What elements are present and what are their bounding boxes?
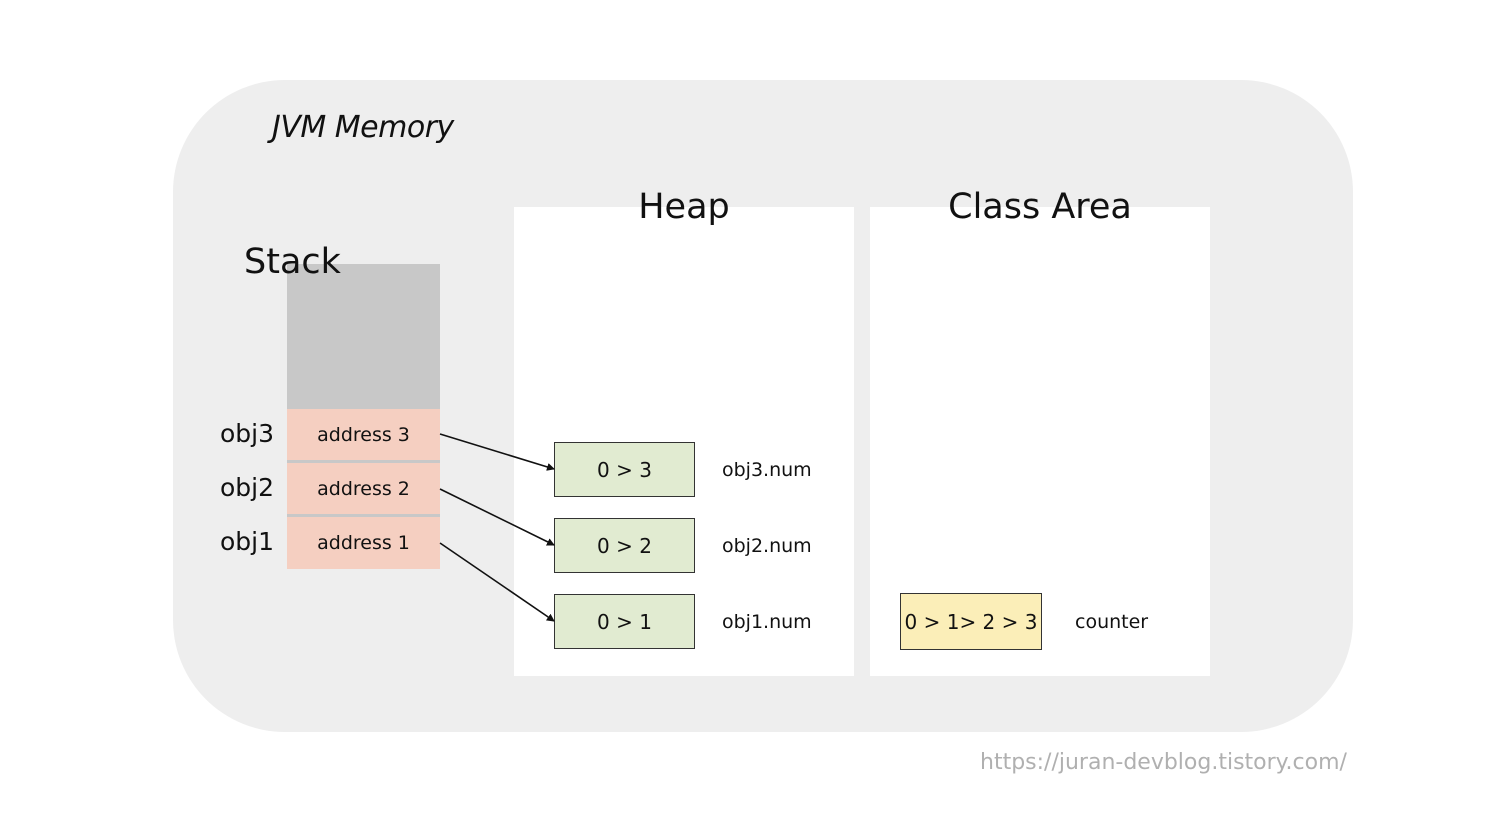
heap-label-obj1: obj1.num: [722, 611, 812, 633]
arrow-obj1-to-heap: [439, 542, 555, 622]
stack-frame-obj3: address 3: [287, 409, 440, 460]
heap-object-obj2: 0 > 2: [554, 518, 695, 573]
stack-var-obj1: obj1: [219, 527, 274, 556]
static-counter-box: 0 > 1> 2 > 3: [900, 593, 1042, 650]
class-area-title: Class Area: [948, 187, 1132, 227]
heap-object-obj1: 0 > 1: [554, 594, 695, 649]
heap-label-obj3: obj3.num: [722, 459, 812, 481]
heap-label-obj2: obj2.num: [722, 535, 812, 557]
static-counter-label: counter: [1075, 611, 1149, 633]
arrow-obj2-to-heap: [439, 488, 555, 546]
jvm-memory-title: JVM Memory: [272, 110, 454, 145]
heap-title: Heap: [638, 187, 730, 227]
stack-frame-obj2: address 2: [287, 463, 440, 514]
stack-title: Stack: [244, 242, 341, 282]
stack-var-obj2: obj2: [219, 473, 274, 502]
stack-var-obj3: obj3: [219, 419, 274, 448]
stack-frame-obj1: address 1: [287, 517, 440, 569]
arrow-obj3-to-heap: [439, 433, 555, 471]
watermark-url: https://juran-devblog.tistory.com/: [980, 750, 1347, 775]
heap-object-obj3: 0 > 3: [554, 442, 695, 497]
